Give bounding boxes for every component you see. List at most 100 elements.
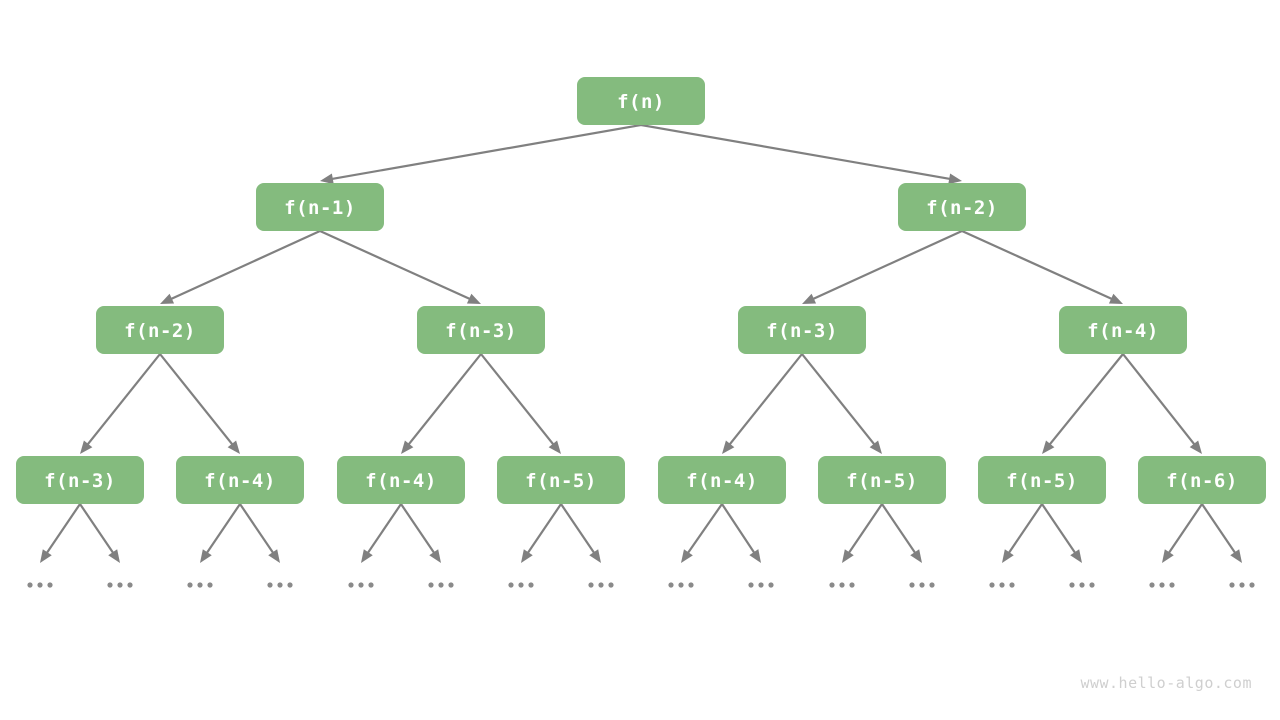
- leaf-edge-0-arrowhead: [40, 549, 52, 563]
- ellipsis-marker: [829, 582, 855, 588]
- tree-node-n4[interactable]: f(n-3): [417, 306, 545, 354]
- edge-n1-n4-arrowhead: [466, 293, 481, 304]
- node-box: [658, 456, 786, 504]
- edge-n0-n1-arrowhead: [320, 173, 334, 185]
- edge-n6-n13-arrowhead: [1042, 440, 1055, 454]
- leaf-edge-7-line: [560, 503, 597, 556]
- ellipsis-marker: [989, 582, 1015, 588]
- node-box: [256, 183, 384, 231]
- leaf-edge-3-arrowhead: [268, 549, 280, 563]
- leaf-edge-12-arrowhead: [1002, 549, 1014, 563]
- ellipsis-dot: [758, 582, 764, 588]
- ellipsis-dot: [368, 582, 374, 588]
- edge-n5-n11-line: [727, 353, 803, 447]
- ellipsis-dot: [1249, 582, 1255, 588]
- leaf-edge-6-arrowhead: [521, 549, 533, 563]
- ellipsis-dot: [999, 582, 1005, 588]
- node-box: [337, 456, 465, 504]
- edge-n1-n3-line: [168, 229, 321, 301]
- leaf-edge-8-line: [685, 503, 723, 556]
- tree-node-n10[interactable]: f(n-5): [497, 456, 625, 504]
- leaf-edge-9-line: [721, 503, 757, 556]
- node-label: f(n-5): [1006, 470, 1078, 492]
- ellipsis-dot: [287, 582, 293, 588]
- ellipsis-dot: [929, 582, 935, 588]
- tree-node-n12[interactable]: f(n-5): [818, 456, 946, 504]
- edge-n2-n6-line: [961, 229, 1115, 301]
- edge-n4-n9-arrowhead: [401, 440, 414, 454]
- ellipsis-dot: [598, 582, 604, 588]
- edge-n4-n10-line: [480, 353, 556, 447]
- tree-node-n3[interactable]: f(n-2): [96, 306, 224, 354]
- tree-node-n13[interactable]: f(n-5): [978, 456, 1106, 504]
- leaf-edge-13-arrowhead: [1070, 549, 1082, 563]
- ellipsis-marker: [1229, 582, 1255, 588]
- node-box: [577, 77, 705, 125]
- node-label: f(n-4): [365, 470, 437, 492]
- node-label: f(n-1): [284, 197, 356, 219]
- node-label: f(n-6): [1166, 470, 1238, 492]
- edge-n5-n12-arrowhead: [869, 440, 882, 454]
- tree-node-n14[interactable]: f(n-6): [1138, 456, 1266, 504]
- node-box: [1059, 306, 1187, 354]
- ellipsis-dot: [277, 582, 283, 588]
- edge-n1-n4-line: [319, 229, 473, 301]
- ellipsis-dot: [919, 582, 925, 588]
- tree-node-n1[interactable]: f(n-1): [256, 183, 384, 231]
- node-label: f(n-3): [44, 470, 116, 492]
- node-label: f(n): [617, 91, 665, 113]
- tree-node-n8[interactable]: f(n-4): [176, 456, 304, 504]
- ellipsis-dot: [909, 582, 915, 588]
- ellipsis-dot: [688, 582, 694, 588]
- node-label: f(n-3): [445, 320, 517, 342]
- ellipsis-dot: [358, 582, 364, 588]
- leaf-edge-10-line: [846, 503, 883, 556]
- ellipsis-dot: [47, 582, 53, 588]
- edge-n3-n8-arrowhead: [227, 440, 240, 454]
- node-label: f(n-2): [926, 197, 998, 219]
- ellipsis-marker: [267, 582, 293, 588]
- ellipsis-marker: [107, 582, 133, 588]
- watermark-label: www.hello-algo.com: [1080, 674, 1252, 692]
- tree-node-n0[interactable]: f(n): [577, 77, 705, 125]
- tree-node-n2[interactable]: f(n-2): [898, 183, 1026, 231]
- edge-n0-n2-line: [640, 123, 953, 181]
- ellipsis-dot: [839, 582, 845, 588]
- ellipsis-dot: [588, 582, 594, 588]
- ellipsis-marker: [1149, 582, 1175, 588]
- ellipsis-dot: [207, 582, 213, 588]
- node-label: f(n-5): [525, 470, 597, 492]
- node-box: [16, 456, 144, 504]
- ellipsis-dot: [829, 582, 835, 588]
- node-box: [497, 456, 625, 504]
- node-box: [417, 306, 545, 354]
- leaf-edge-9-arrowhead: [749, 549, 761, 563]
- leaf-edge-14-line: [1166, 503, 1203, 556]
- ellipsis-marker: [668, 582, 694, 588]
- ellipsis-dot: [428, 582, 434, 588]
- ellipsis-dot: [37, 582, 43, 588]
- tree-node-n9[interactable]: f(n-4): [337, 456, 465, 504]
- leaf-edge-6-line: [525, 503, 562, 556]
- tree-node-n7[interactable]: f(n-3): [16, 456, 144, 504]
- ellipsis-dot: [187, 582, 193, 588]
- edge-n2-n5-line: [810, 229, 963, 301]
- leaf-edge-7-arrowhead: [589, 549, 601, 563]
- ellipsis-dot: [1229, 582, 1235, 588]
- ellipsis-dot: [267, 582, 273, 588]
- tree-node-n11[interactable]: f(n-4): [658, 456, 786, 504]
- edge-n6-n14-arrowhead: [1189, 440, 1202, 454]
- leaf-edge-14-arrowhead: [1162, 549, 1174, 563]
- tree-node-n5[interactable]: f(n-3): [738, 306, 866, 354]
- ellipsis-dot: [748, 582, 754, 588]
- ellipsis-dot: [27, 582, 33, 588]
- edge-n4-n9-line: [406, 353, 482, 447]
- node-label: f(n-5): [846, 470, 918, 492]
- nodes-layer: f(n) f(n-1) f(n-2) f(n-2) f(n-3) f(n-3) f(n-4)…: [16, 77, 1266, 504]
- ellipsis-dot: [528, 582, 534, 588]
- node-label: f(n-4): [1087, 320, 1159, 342]
- ellipsis-dot: [197, 582, 203, 588]
- tree-node-n6[interactable]: f(n-4): [1059, 306, 1187, 354]
